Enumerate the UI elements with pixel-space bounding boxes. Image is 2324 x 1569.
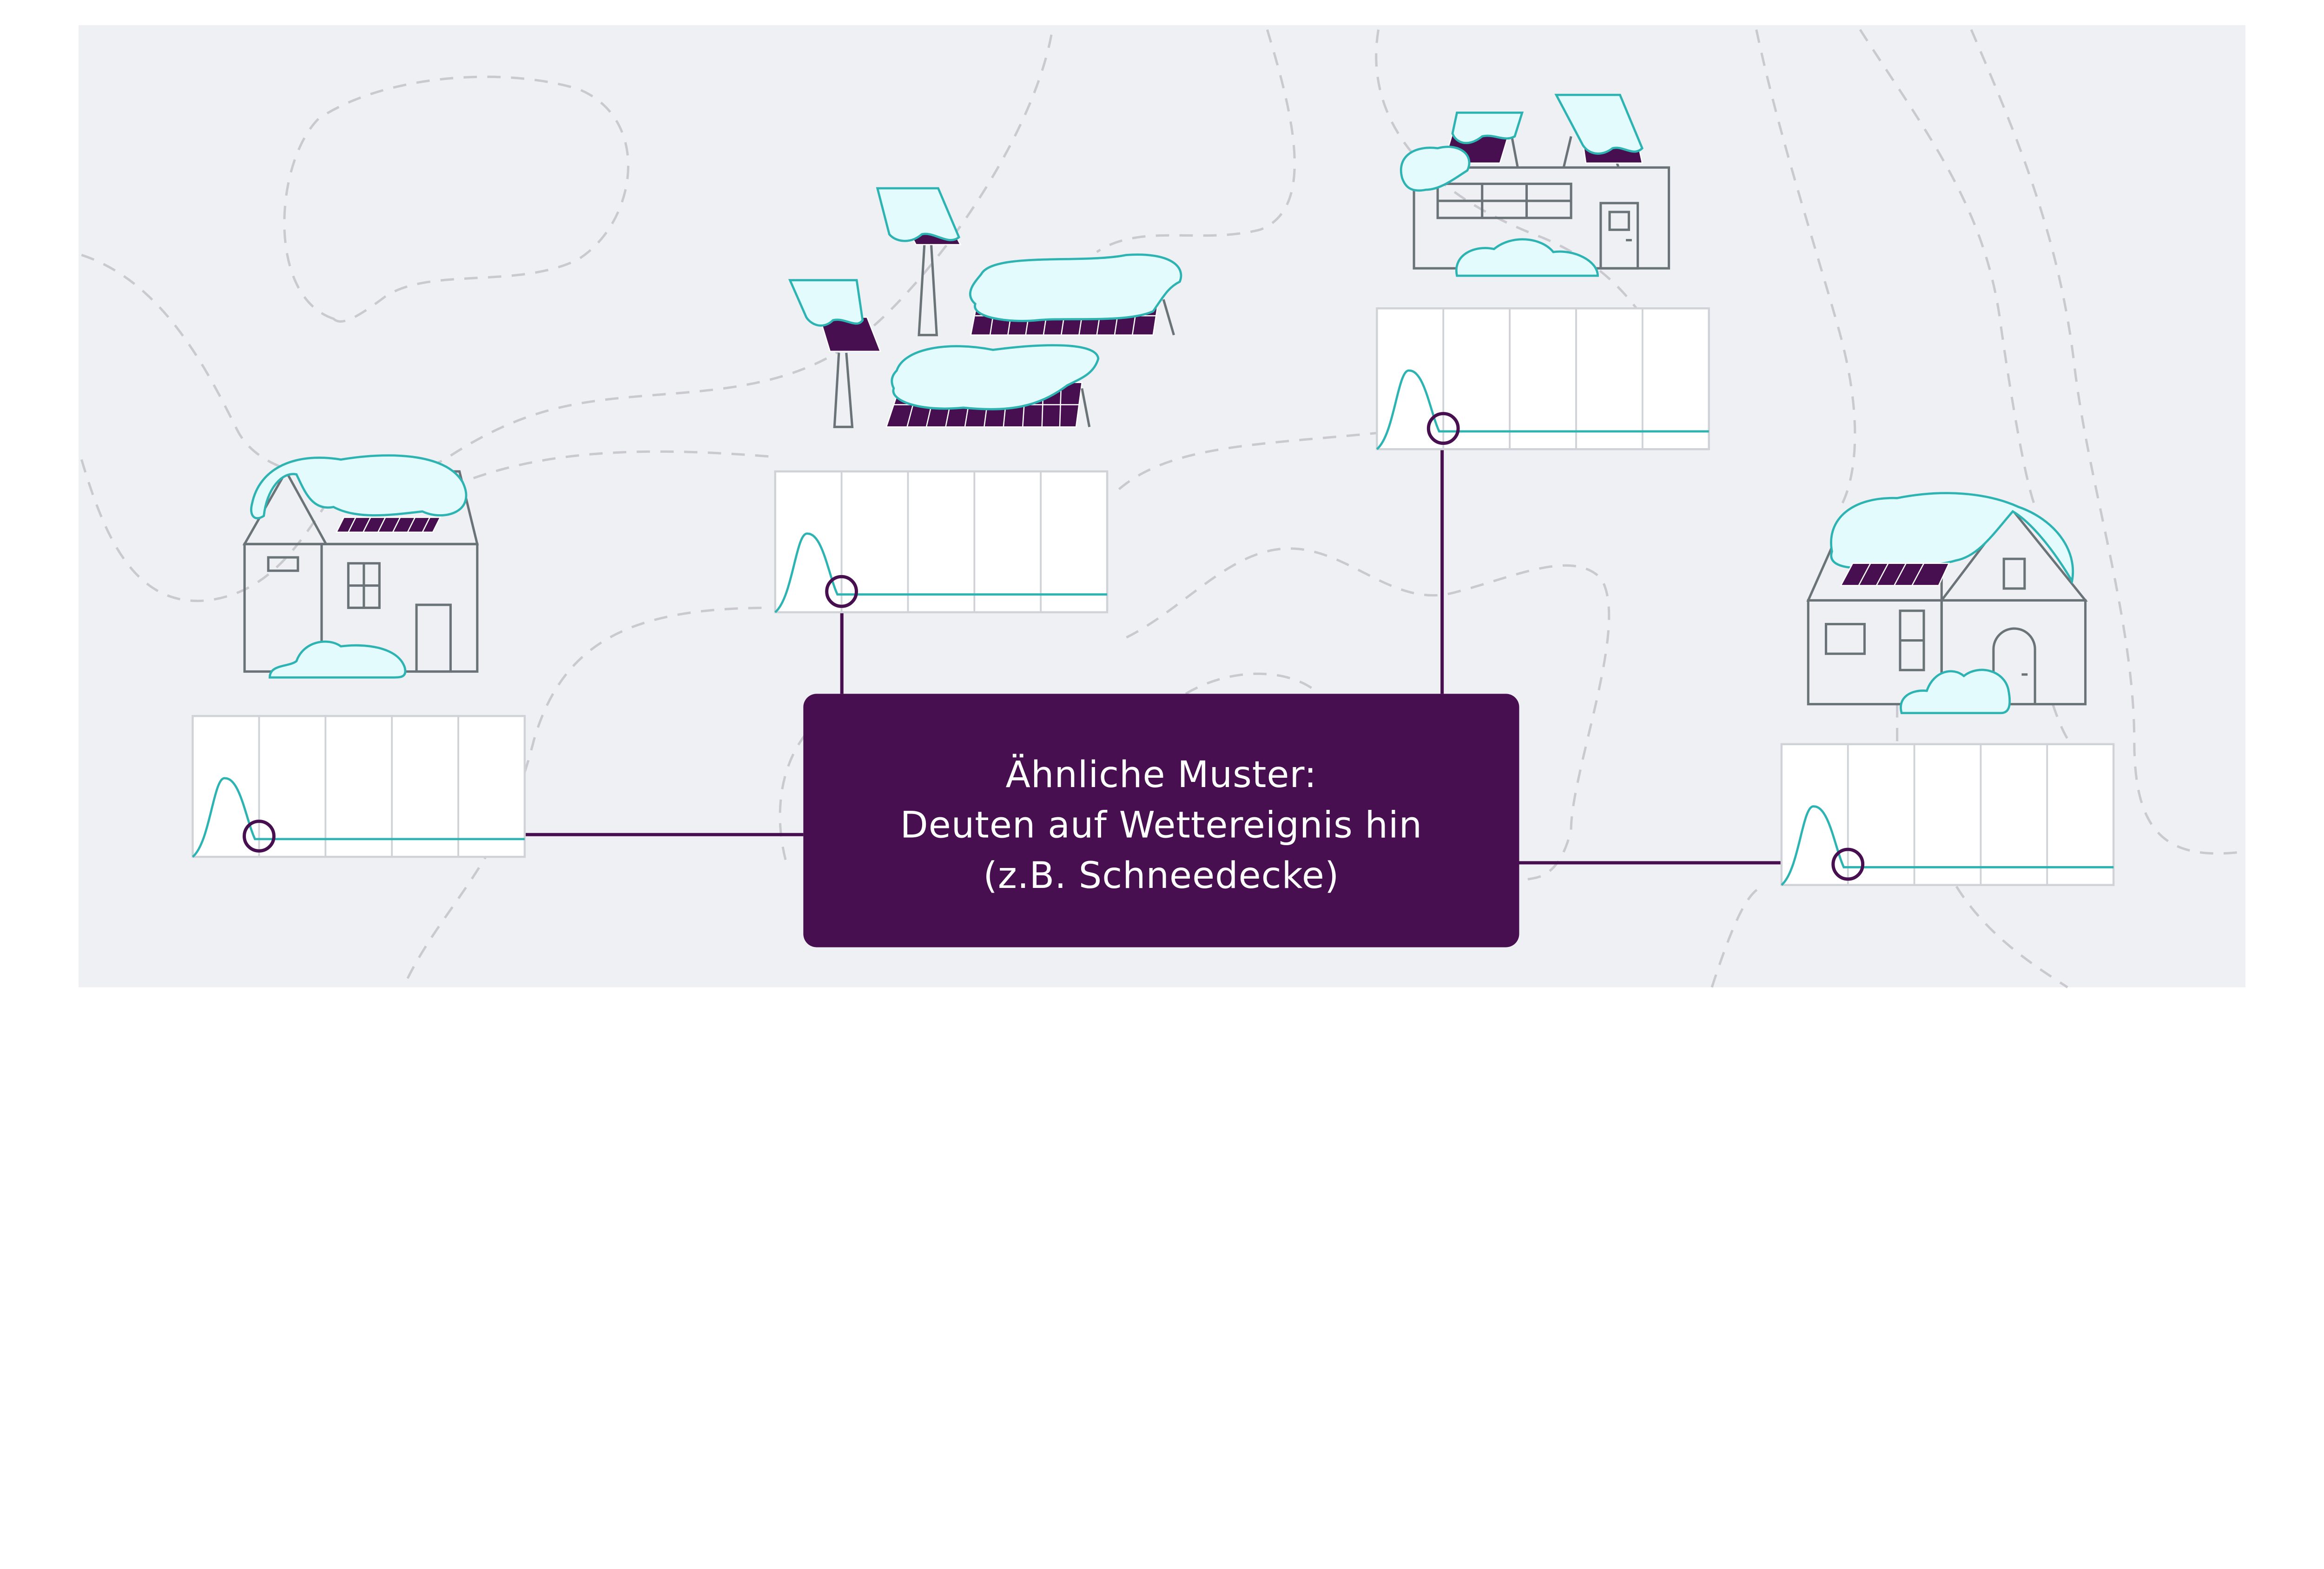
chart-frame bbox=[1780, 743, 2115, 886]
solar-park-chart bbox=[774, 470, 1109, 614]
solar-panel-icon bbox=[335, 516, 442, 533]
callout-line-1: Ähnliche Muster: bbox=[1005, 754, 1317, 796]
snow-pile-icon bbox=[1900, 669, 2011, 715]
diagram-canvas: Ähnliche Muster: Deuten auf Wettereignis… bbox=[79, 25, 2245, 988]
house-right-illustration bbox=[1806, 492, 2088, 715]
building-chart bbox=[1376, 307, 1710, 450]
office-building-illustration bbox=[1400, 93, 1670, 277]
callout-line-2: Deuten auf Wettereignis hin bbox=[900, 804, 1422, 847]
window-icon bbox=[267, 556, 299, 572]
dashed-contour-lines bbox=[80, 29, 2238, 988]
door-icon bbox=[415, 603, 452, 673]
house-right-chart bbox=[1780, 743, 2115, 886]
chart-frame bbox=[191, 715, 526, 858]
chart-marker bbox=[1831, 847, 1865, 881]
snow-on-roof-icon bbox=[250, 454, 468, 519]
chart-frame bbox=[1376, 307, 1710, 450]
chart-marker bbox=[825, 575, 858, 608]
solar-panel-icon bbox=[1840, 563, 1950, 586]
door-icon bbox=[1992, 627, 2036, 704]
snow-pile-icon bbox=[1455, 238, 1599, 277]
snow-pile-icon bbox=[268, 640, 407, 679]
house-left-illustration bbox=[242, 454, 479, 679]
time-series-charts bbox=[191, 307, 2115, 886]
house-left-chart bbox=[191, 715, 526, 858]
chart-frame bbox=[774, 470, 1109, 614]
chart-marker bbox=[1426, 412, 1460, 445]
door-icon bbox=[1599, 202, 1639, 270]
window-icon bbox=[1825, 622, 1866, 655]
callout-line-3: (z.B. Schneedecke) bbox=[983, 854, 1339, 897]
callout-box: Ähnliche Muster: Deuten auf Wettereignis… bbox=[803, 694, 1519, 947]
chart-marker bbox=[243, 820, 276, 853]
window-icon bbox=[2002, 557, 2026, 590]
solar-park-illustration bbox=[788, 187, 1182, 428]
